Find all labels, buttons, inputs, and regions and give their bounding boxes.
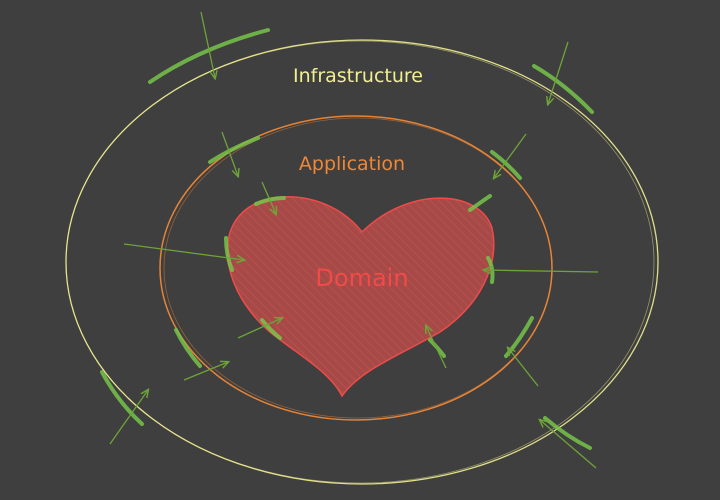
heart-highlight-bottom-left (260, 318, 282, 340)
heart-highlight-bottom-right (428, 338, 446, 358)
middle-highlight-top-left (208, 136, 260, 164)
arrow-middle-left-2 (183, 362, 228, 381)
middle-highlight-left (174, 328, 202, 368)
infrastructure-ring-sketch (65, 40, 655, 484)
outer-highlight-top-right (532, 64, 594, 114)
heart-highlight-right (486, 256, 495, 284)
arrow-outer-bottom-left (109, 390, 148, 445)
application-ring-sketch (163, 117, 553, 419)
outer-highlight-bottom-left (100, 370, 144, 426)
arrow-middle-right-2 (508, 348, 539, 387)
domain-heart-hatch (227, 196, 494, 396)
arrow-outer-top-left (200, 11, 215, 78)
dependency-arrows (109, 11, 599, 469)
heart-highlight-left (224, 236, 234, 272)
boundary-highlights (100, 28, 594, 450)
outer-highlight-bottom-right (543, 416, 592, 450)
application-label: Application (299, 153, 405, 175)
domain-label: Domain (315, 264, 408, 292)
middle-highlight-top-right (490, 150, 522, 180)
arrow-outer-bottom-right (540, 420, 597, 469)
arrow-heart-bottom-left (237, 318, 282, 339)
arrow-middle-top-right (494, 133, 527, 178)
application-layer: Application (159, 115, 553, 421)
arrow-outer-top-right (548, 41, 569, 104)
heart-highlight-top-right (468, 194, 492, 212)
arrow-middle-top-left (221, 131, 238, 176)
domain-layer: Domain (226, 196, 495, 398)
infrastructure-label: Infrastructure (293, 65, 423, 87)
arrow-middle-right-1 (484, 270, 599, 272)
infrastructure-layer: Infrastructure (65, 39, 659, 485)
arrow-heart-bottom-right (426, 326, 447, 369)
arrow-middle-left-1 (123, 243, 244, 260)
arrow-heart-top (261, 181, 276, 214)
outer-highlight-top-left (148, 28, 270, 84)
